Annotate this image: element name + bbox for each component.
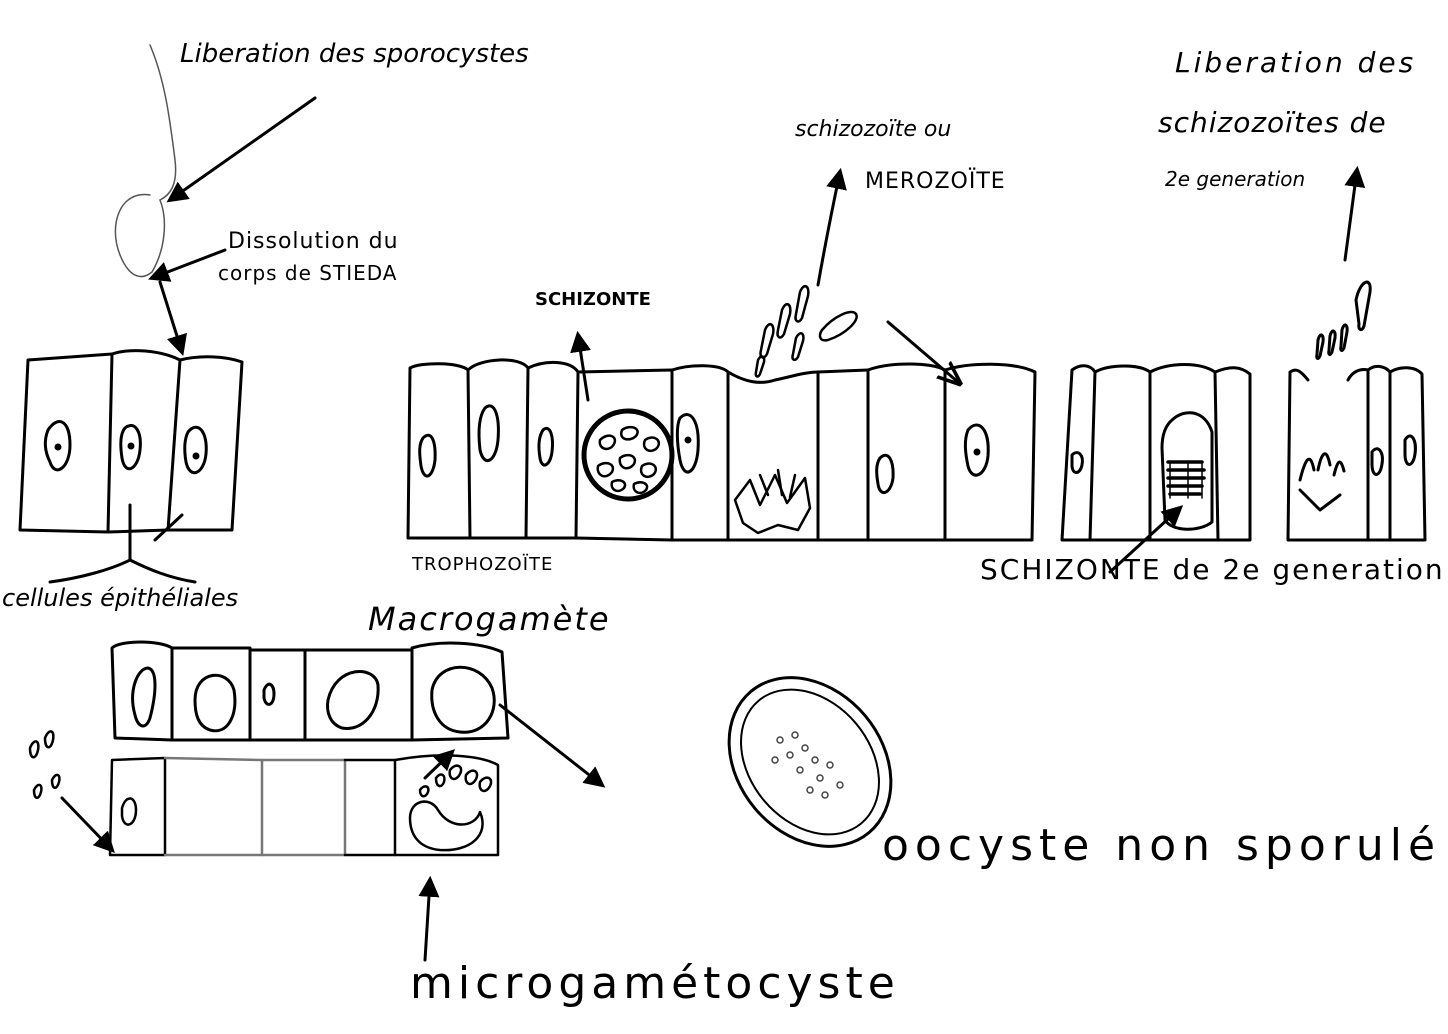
label-cellules-epitheliales: cellules épithéliales bbox=[2, 585, 238, 611]
microgametocyst-cells bbox=[110, 755, 498, 855]
arrow-schizonte bbox=[578, 335, 588, 400]
arrow-to-cells bbox=[160, 282, 182, 352]
brace-left bbox=[50, 560, 130, 582]
arrow-liberation-2e bbox=[1345, 170, 1357, 260]
sporocyst-release bbox=[115, 45, 175, 277]
epithelial-band-right bbox=[1062, 365, 1250, 541]
label-schizozoite-line2: MEROZOÏTE bbox=[865, 170, 1006, 194]
label-microgametocyste: microgamétocyste bbox=[410, 960, 900, 1008]
label-liberation-sporocystes: Liberation des sporocystes bbox=[180, 40, 529, 69]
label-liberation-schizozoites-line1: Liberation des bbox=[1175, 48, 1416, 79]
label-liberation-schizozoites-line3: 2e generation bbox=[1165, 168, 1305, 190]
label-schizonte-2e-generation: SCHIZONTE de 2e generation bbox=[980, 555, 1445, 586]
arrow-sporocystes bbox=[170, 98, 315, 200]
label-oocyste-non-sporule: oocyste non sporulé bbox=[882, 822, 1441, 870]
label-trophozoite: TROPHOZOÏTE bbox=[412, 555, 553, 575]
epithelial-band-middle bbox=[408, 360, 1035, 540]
epithelial-cells-left bbox=[20, 351, 242, 560]
arrow-dissolution bbox=[152, 250, 225, 278]
arrow-reinvasion bbox=[888, 322, 958, 382]
label-schizonte: SCHIZONTE bbox=[535, 290, 651, 310]
macrogamete-cells bbox=[112, 642, 508, 740]
label-dissolution-line1: Dissolution du bbox=[228, 230, 399, 254]
label-macrogamete: Macrogamète bbox=[368, 602, 611, 637]
arrow-microgametes-entry bbox=[62, 798, 112, 850]
arrow-macrogamete bbox=[500, 705, 602, 785]
schizonte-ball bbox=[584, 411, 672, 499]
arrow-schizozoite bbox=[818, 172, 840, 285]
arrow-microgametocyste bbox=[425, 880, 430, 960]
label-dissolution-line2: corps de STIEDA bbox=[218, 262, 397, 284]
label-liberation-schizozoites-line2: schizozoïtes de bbox=[1158, 108, 1387, 139]
released-merozoites bbox=[735, 286, 857, 533]
epithelial-cells-far-right bbox=[1288, 282, 1425, 540]
free-microgametes bbox=[30, 731, 59, 797]
label-schizozoite-line1: schizozoïte ou bbox=[795, 118, 951, 142]
